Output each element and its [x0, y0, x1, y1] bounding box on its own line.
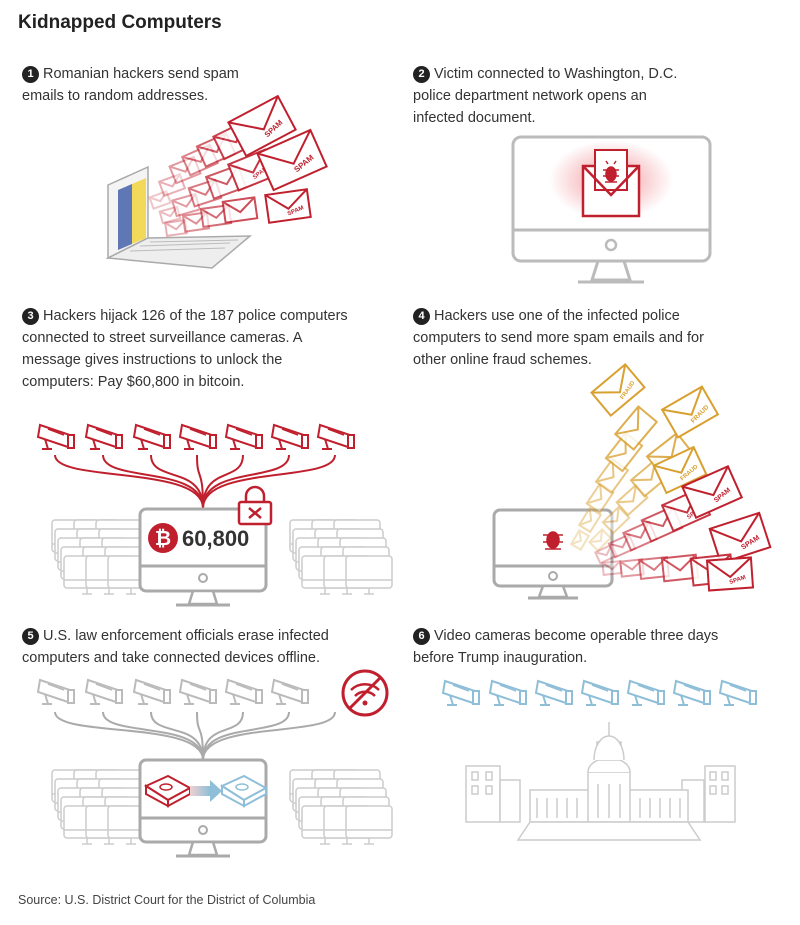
envelope-icon: [593, 543, 619, 565]
monitor-icon: [138, 758, 268, 858]
envelope-icon: [613, 405, 659, 451]
camera-icon: [270, 678, 309, 705]
step-text: Hackers use one of the infected police c…: [413, 308, 704, 368]
step-text: Hackers hijack 126 of the 187 police com…: [22, 308, 348, 390]
envelope-icon: [601, 559, 623, 577]
step-number: 2: [413, 66, 430, 83]
camera-icon: [270, 423, 309, 450]
camera-icon: [534, 679, 573, 706]
envelope-icon: [577, 506, 603, 534]
camera-icon: [178, 678, 217, 705]
camera-icon: [718, 679, 757, 706]
camera-icon: [132, 423, 171, 450]
envelope-icon: SPAM: [705, 556, 755, 592]
computer-grid: [51, 769, 393, 845]
arrow-right-icon: [190, 780, 222, 802]
envelope-icon: SPAM: [256, 128, 328, 192]
envelope-icon: [148, 190, 172, 210]
envelope-icon: SPAM: [227, 94, 297, 158]
camera-icon: [626, 679, 665, 706]
camera-row-red: [36, 423, 355, 450]
step-number: 6: [413, 628, 430, 645]
camera-icon: [316, 423, 355, 450]
connection-lines-red: [54, 454, 336, 509]
camera-icon: [580, 679, 619, 706]
infected-envelope-icon: [581, 149, 641, 218]
camera-icon: [132, 678, 171, 705]
lock-icon: [237, 485, 273, 526]
step-number: 1: [22, 66, 39, 83]
source-note: Source: U.S. District Court for the Dist…: [18, 893, 316, 907]
hard-drive-icon: [219, 774, 269, 808]
camera-row-gray: [36, 678, 309, 705]
step-number: 5: [22, 628, 39, 645]
bug-icon: [543, 531, 563, 550]
camera-icon: [488, 679, 527, 706]
ransom-amount: 60,800: [182, 526, 249, 551]
step-number: 3: [22, 308, 39, 325]
no-wifi-icon: [341, 669, 389, 717]
capitol-building-icon: [465, 722, 736, 841]
envelope-icon: [601, 505, 631, 535]
svg-text:₿: ₿: [155, 528, 171, 550]
fraud-spam-envelope-group: FRAUDFRAUDFRAUDSPAMSPAMSPAMSPAMSPAM: [569, 362, 772, 592]
camera-icon: [224, 423, 263, 450]
envelope-icon: [221, 196, 259, 224]
camera-icon: [36, 678, 75, 705]
camera-icon: [224, 678, 263, 705]
envelope-icon: [569, 528, 591, 552]
svg-text:SPAM: SPAM: [729, 575, 747, 586]
bug-icon: [603, 160, 619, 183]
connection-lines-gray: [54, 711, 336, 761]
page-title: Kidnapped Computers: [18, 12, 222, 33]
envelope-icon: FRAUD: [660, 385, 720, 439]
monitor-icon: [345, 805, 393, 845]
camera-row-blue: [441, 679, 757, 706]
step-text: Romanian hackers send spam emails to ran…: [22, 66, 239, 104]
envelope-icon: [158, 205, 182, 225]
camera-icon: [441, 679, 480, 706]
envelope-icon: [587, 527, 613, 553]
camera-icon: [36, 423, 75, 450]
camera-icon: [672, 679, 711, 706]
bitcoin-icon: ₿: [148, 523, 178, 553]
camera-icon: [178, 423, 217, 450]
laptop-icon: [105, 165, 253, 269]
envelope-icon: [164, 219, 188, 237]
envelope-icon: SPAM: [264, 188, 312, 224]
step-text: U.S. law enforcement officials erase inf…: [22, 628, 329, 666]
camera-icon: [84, 678, 123, 705]
envelope-icon: FRAUD: [590, 362, 646, 418]
step-text: Video cameras become operable three days…: [413, 628, 719, 666]
envelope-icon: FRAUD: [652, 445, 708, 495]
envelope-icon: [157, 172, 187, 198]
monitor-icon: [345, 555, 393, 595]
envelope-icon: SPAM: [708, 511, 772, 565]
step-number: 4: [413, 308, 430, 325]
step-text: Victim connected to Washington, D.C. pol…: [413, 66, 678, 126]
camera-icon: [84, 423, 123, 450]
envelope-icon: SPAM: [680, 464, 744, 520]
computer-grid: [51, 519, 393, 595]
